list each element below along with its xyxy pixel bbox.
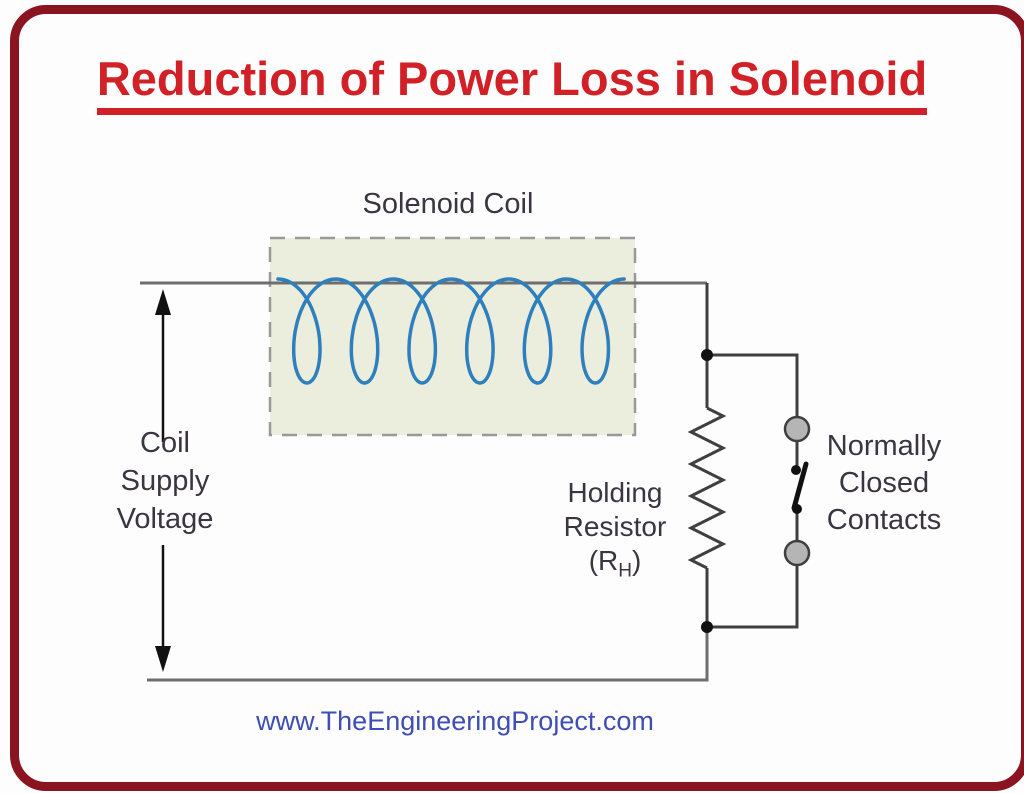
resistor-subscript: H: [618, 560, 632, 582]
wire-bottom: [147, 627, 709, 682]
contact-terminal-bottom: [783, 539, 811, 567]
supply-label-line2: Supply: [120, 465, 210, 497]
wire-branch-bottom: [707, 565, 799, 629]
supply-label-line3: Voltage: [116, 503, 214, 535]
wire-branch-top: [707, 353, 799, 417]
page-border-frame: [10, 5, 1024, 791]
page-title-text: Reduction of Power Loss in Solenoid: [96, 54, 928, 116]
junction-dot-bottom: [701, 621, 713, 633]
contact-terminal-top: [783, 415, 811, 443]
resistor-label-line1: Holding: [567, 477, 663, 508]
contacts-label-line1: Normally: [826, 430, 942, 462]
solenoid-coil-label: Solenoid Coil: [362, 188, 534, 220]
solenoid-coil-box: [268, 236, 637, 437]
contact-switch-blade: [791, 461, 809, 511]
contact-pivot-dot-top: [791, 465, 801, 475]
voltage-arrowhead-up: [155, 289, 171, 315]
resistor-label-line3: (RH): [588, 545, 642, 582]
resistor-zigzag: [687, 406, 727, 570]
contacts-label-line3: Contacts: [826, 504, 942, 536]
contacts-label-line2: Closed: [838, 467, 930, 499]
voltage-arrowhead-down: [155, 646, 171, 672]
normally-closed-contacts-label: Normally Closed Contacts: [784, 428, 984, 539]
website-url: www.TheEngineeringProject.com: [256, 706, 654, 736]
supply-label-line1: Coil: [140, 427, 190, 459]
page-title: Reduction of Power Loss in Solenoid: [0, 54, 1024, 116]
junction-dot-top: [701, 349, 713, 361]
solenoid-coil-winding: [276, 277, 626, 385]
resistor-label-line2: Resistor: [563, 511, 667, 542]
holding-resistor-label: Holding Resistor (RH): [515, 476, 715, 589]
coil-supply-voltage-label: Coil Supply Voltage: [65, 424, 265, 538]
